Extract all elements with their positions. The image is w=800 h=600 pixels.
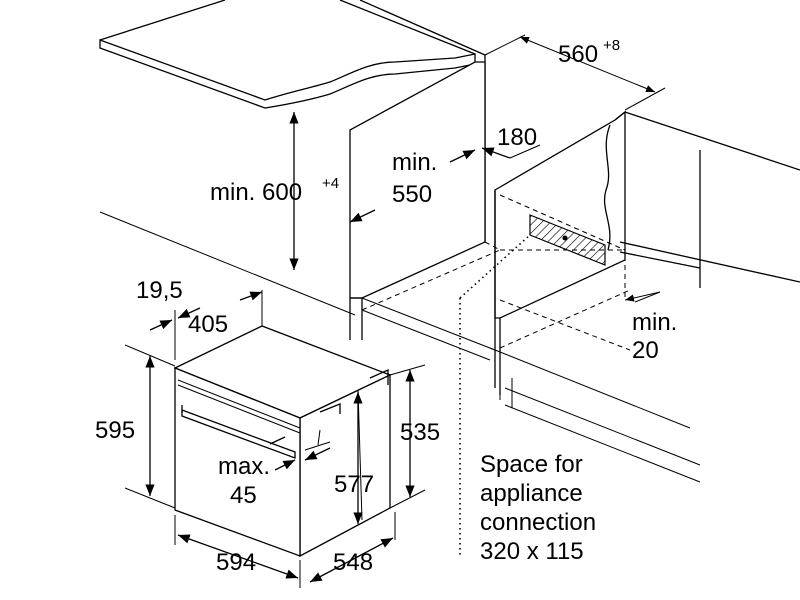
connection-note-line1: Space for	[480, 451, 583, 478]
label-panel-thickness: 19,5	[136, 277, 183, 304]
dim-rear-gap	[481, 144, 541, 159]
label-handle-projection-line1: max.	[218, 453, 270, 480]
label-niche-width-tol: +8	[603, 37, 620, 54]
label-side-clearance-line2: 20	[632, 337, 659, 364]
label-oven-depth: 548	[333, 549, 373, 576]
label-side-clearance-line1: min.	[632, 309, 677, 336]
label-handle-projection-line2: 45	[230, 482, 257, 509]
label-niche-depth-line1: min.	[392, 149, 437, 176]
label-oven-body-height: 535	[400, 419, 440, 446]
connection-note: Space for appliance connection 320 x 115	[480, 451, 596, 565]
dim-side-clearance	[624, 291, 661, 303]
connection-note-line4: 320 x 115	[480, 538, 584, 565]
dim-panel-405	[149, 290, 263, 360]
dim-oven-height	[124, 344, 176, 509]
label-niche-width: 560	[558, 41, 598, 68]
dim-oven-width	[174, 515, 301, 588]
cabinet-base-lines	[99, 211, 701, 483]
label-oven-height: 595	[95, 417, 135, 444]
niche-right-panel	[494, 110, 800, 395]
dim-oven-body-height	[389, 364, 426, 509]
dim-oven-depth	[309, 512, 396, 583]
oven	[173, 325, 392, 558]
label-offset-405: 405	[188, 311, 228, 338]
label-niche-depth-line2: 550	[392, 181, 432, 208]
dim-niche-width	[484, 34, 666, 111]
connection-note-line3: connection	[480, 509, 596, 536]
label-oven-width: 594	[216, 549, 256, 576]
connection-area	[459, 214, 606, 555]
label-rear-gap: 180	[497, 124, 537, 151]
label-worktop-height-tol: +4	[322, 175, 339, 192]
connection-note-line2: appliance	[480, 480, 583, 507]
niche-hidden-edges	[361, 112, 631, 351]
dim-niche-depth	[349, 149, 476, 223]
dim-handle-projection	[274, 447, 331, 471]
label-oven-depth-inner: 577	[334, 471, 374, 498]
label-worktop-height: min. 600	[210, 179, 302, 206]
